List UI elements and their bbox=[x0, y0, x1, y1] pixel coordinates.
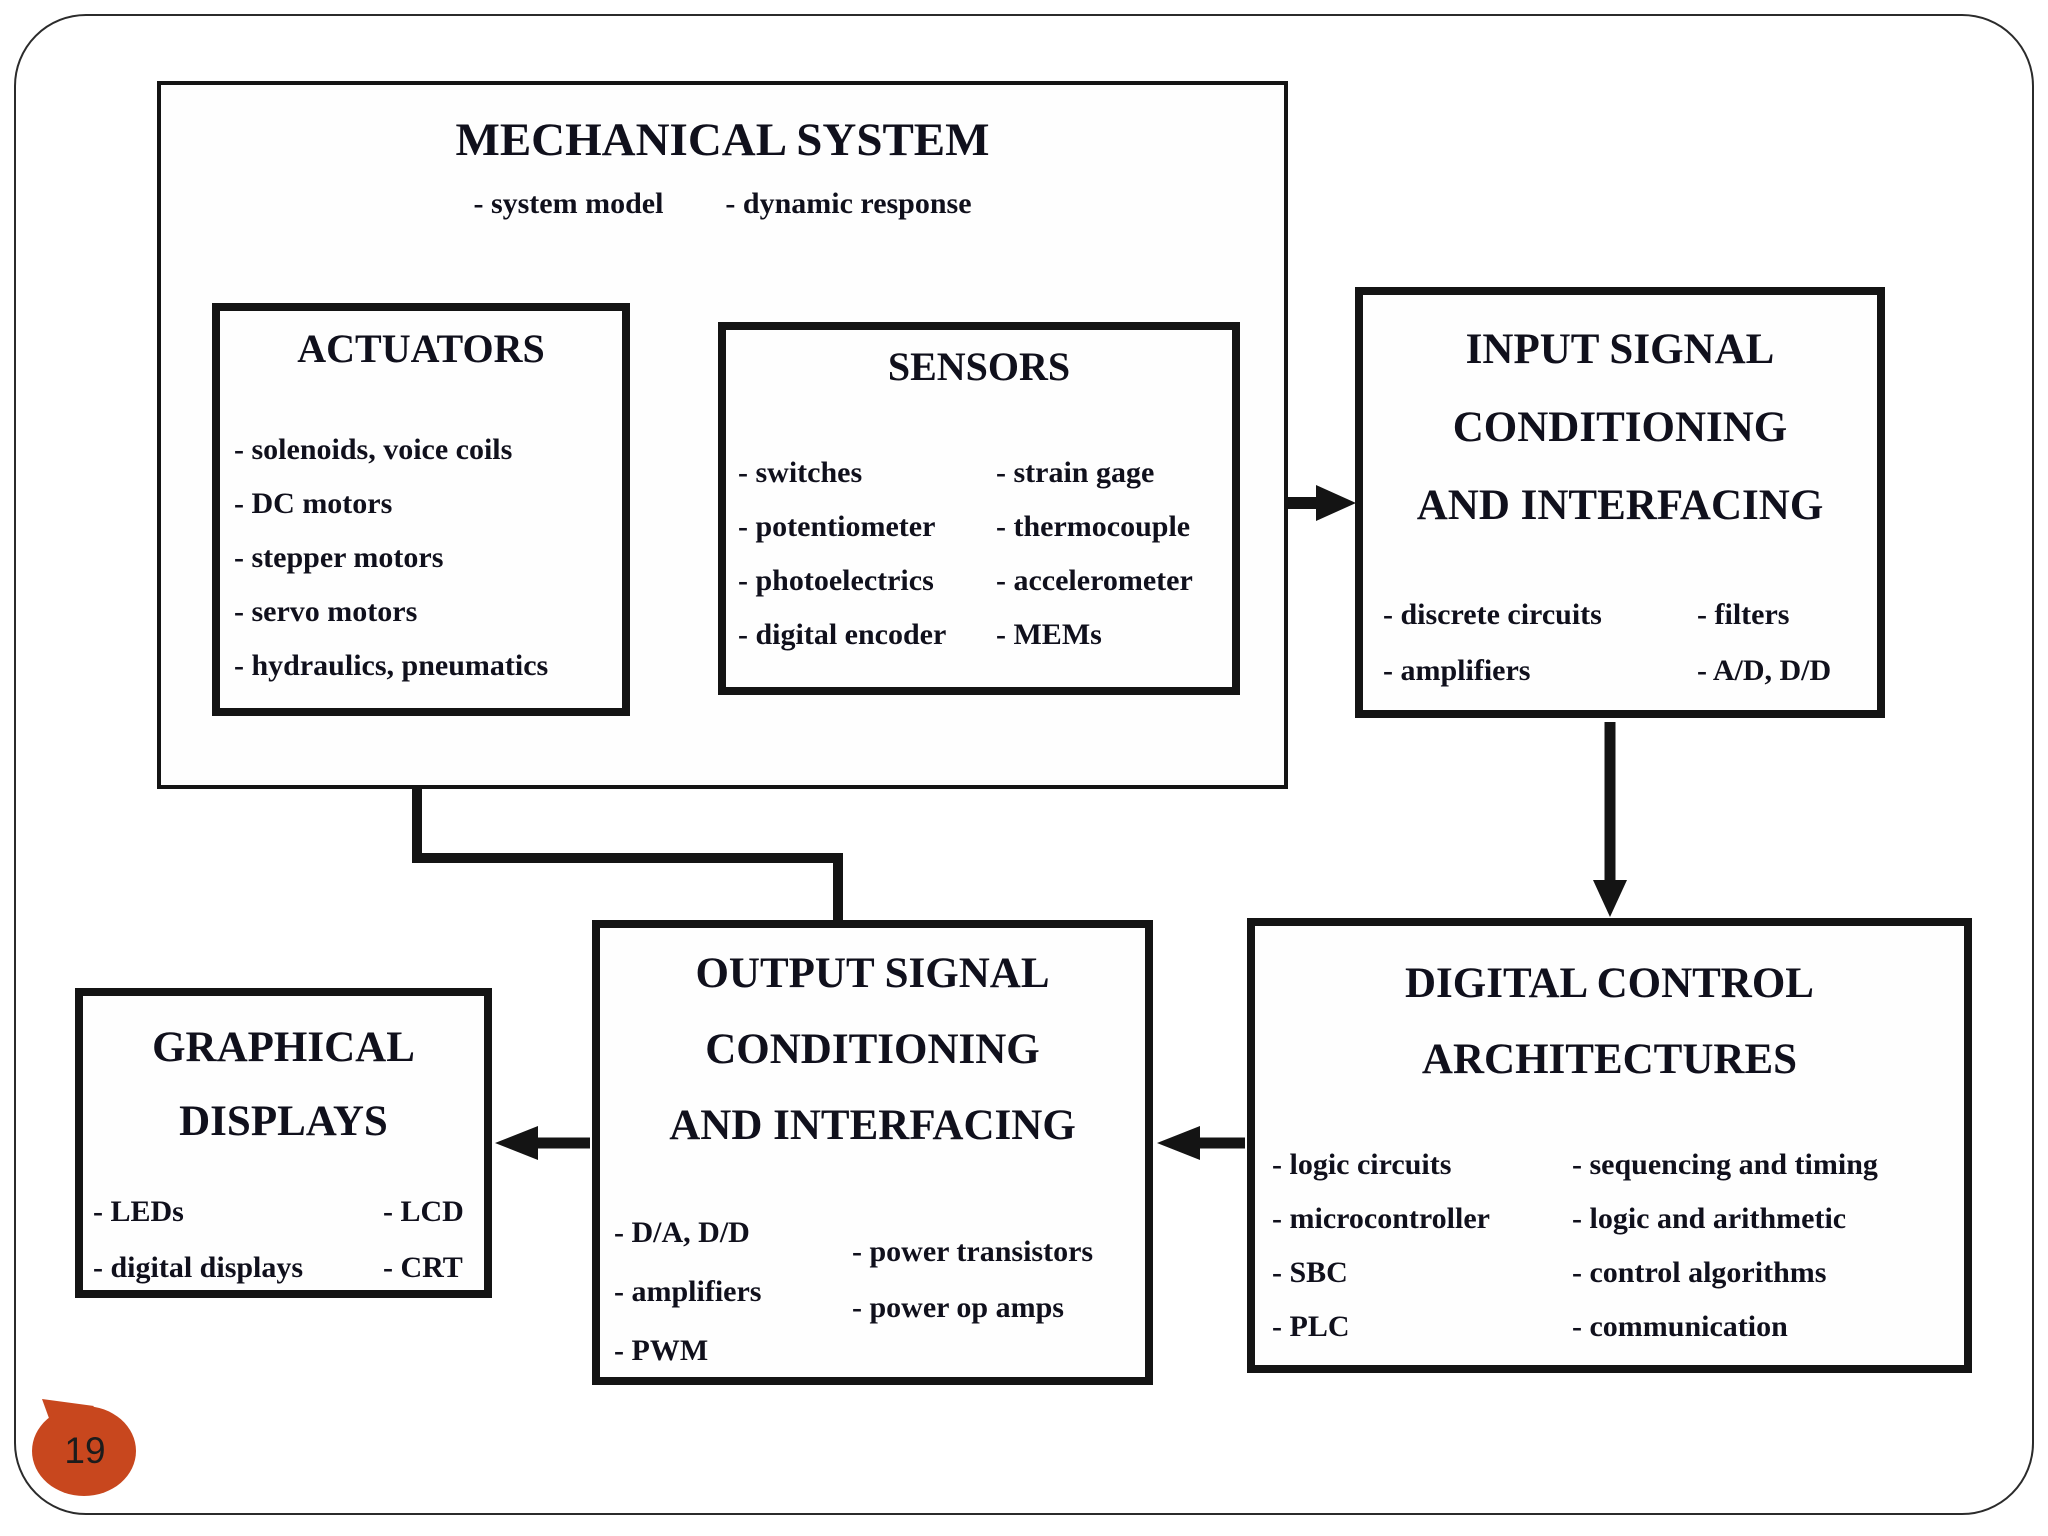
list-item: - filters bbox=[1697, 598, 1790, 631]
list-item: - A/D, D/D bbox=[1697, 654, 1832, 687]
list-item: - servo motors bbox=[234, 595, 418, 628]
list-item: - D/A, D/D bbox=[614, 1216, 750, 1249]
list-item: - switches bbox=[738, 456, 863, 489]
output-signal-items-col1: - D/A, D/D - amplifiers - PWM bbox=[614, 1203, 761, 1380]
list-item: - communication bbox=[1572, 1310, 1788, 1343]
list-item: - digital encoder bbox=[738, 618, 947, 651]
list-item: - control algorithms bbox=[1572, 1256, 1827, 1289]
actuators-items: - solenoids, voice coils - DC motors - s… bbox=[234, 423, 548, 693]
list-item: - CRT bbox=[383, 1251, 463, 1284]
list-item: - PWM bbox=[614, 1334, 709, 1367]
list-item: - LCD bbox=[383, 1195, 464, 1228]
list-item: - strain gage bbox=[996, 456, 1155, 489]
actuators-title: ACTUATORS bbox=[297, 326, 545, 371]
list-item: - SBC bbox=[1272, 1256, 1348, 1289]
output-signal-box: OUTPUT SIGNAL CONDITIONING AND INTERFACI… bbox=[592, 920, 1153, 1385]
digital-control-items-col2: - sequencing and timing - logic and arit… bbox=[1572, 1138, 1878, 1354]
list-item: - photoelectrics bbox=[738, 564, 934, 597]
input-signal-items-col2: - filters - A/D, D/D bbox=[1697, 587, 1831, 699]
sensors-title: SENSORS bbox=[887, 344, 1071, 389]
list-item: - amplifiers bbox=[614, 1275, 762, 1308]
graphical-displays-items-col1: - LEDs - digital displays bbox=[93, 1184, 303, 1296]
digital-control-title: DIGITAL CONTROL ARCHITECTURES bbox=[1405, 960, 1814, 1083]
list-item: - microcontroller bbox=[1272, 1202, 1490, 1235]
list-item: - MEMs bbox=[996, 618, 1102, 651]
list-item: - hydraulics, pneumatics bbox=[234, 649, 549, 682]
list-item: - sequencing and timing bbox=[1572, 1148, 1878, 1181]
list-item: - PLC bbox=[1272, 1310, 1350, 1343]
mechanical-system-items: - system model - dynamic response bbox=[161, 186, 1284, 222]
digital-control-box: DIGITAL CONTROL ARCHITECTURES - logic ci… bbox=[1247, 918, 1972, 1373]
mechanical-system-item: - system model bbox=[473, 187, 664, 220]
list-item: - power op amps bbox=[852, 1291, 1064, 1324]
graphical-displays-box: GRAPHICAL DISPLAYS - LEDs - digital disp… bbox=[75, 988, 492, 1298]
input-signal-title: INPUT SIGNAL CONDITIONING AND INTERFACIN… bbox=[1416, 326, 1824, 529]
list-item: - logic and arithmetic bbox=[1572, 1202, 1847, 1235]
digital-control-items-col1: - logic circuits - microcontroller - SBC… bbox=[1272, 1138, 1490, 1354]
actuators-box: ACTUATORS - solenoids, voice coils - DC … bbox=[212, 303, 630, 716]
list-item: - LEDs bbox=[93, 1195, 184, 1228]
list-item: - amplifiers bbox=[1383, 654, 1531, 687]
list-item: - accelerometer bbox=[996, 564, 1193, 597]
sensors-box: SENSORS - switches - potentiometer - pho… bbox=[718, 322, 1240, 695]
list-item: - thermocouple bbox=[996, 510, 1191, 543]
list-item: - DC motors bbox=[234, 487, 393, 520]
graphical-displays-items-col2: - LCD - CRT bbox=[383, 1184, 464, 1296]
output-signal-title: OUTPUT SIGNAL CONDITIONING AND INTERFACI… bbox=[669, 950, 1076, 1149]
sensors-items-col2: - strain gage - thermocouple - accelerom… bbox=[996, 446, 1193, 662]
mechanical-system-item: - dynamic response bbox=[725, 187, 972, 220]
sensors-items-col1: - switches - potentiometer - photoelectr… bbox=[738, 446, 946, 662]
page-number: 19 bbox=[64, 1430, 106, 1471]
slide-border bbox=[14, 14, 2034, 1515]
list-item: - solenoids, voice coils bbox=[234, 433, 513, 466]
output-signal-items-col2: - power transistors - power op amps bbox=[852, 1224, 1093, 1336]
input-signal-items-col1: - discrete circuits - amplifiers bbox=[1383, 587, 1602, 699]
input-signal-box: INPUT SIGNAL CONDITIONING AND INTERFACIN… bbox=[1355, 287, 1885, 718]
mechanical-system-title: MECHANICAL SYSTEM bbox=[455, 114, 990, 166]
list-item: - stepper motors bbox=[234, 541, 444, 574]
list-item: - logic circuits bbox=[1272, 1148, 1452, 1181]
list-item: - power transistors bbox=[852, 1235, 1094, 1268]
list-item: - discrete circuits bbox=[1383, 598, 1602, 631]
list-item: - potentiometer bbox=[738, 510, 936, 543]
list-item: - digital displays bbox=[93, 1251, 304, 1284]
graphical-displays-title: GRAPHICAL DISPLAYS bbox=[152, 1024, 415, 1145]
